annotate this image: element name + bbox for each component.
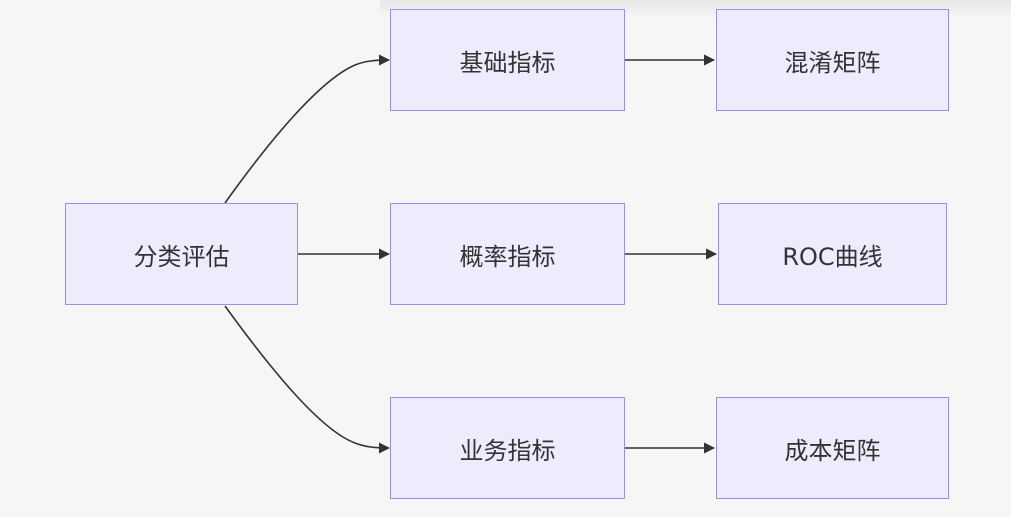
edge-root-basic (224, 54, 391, 204)
node-cost-label: 成本矩阵 (784, 436, 881, 465)
node-prob-label: 概率指标 (459, 242, 556, 271)
node-confusion: 混淆矩阵 (716, 9, 949, 111)
node-roc: ROC曲线 (718, 203, 947, 305)
node-prob: 概率指标 (390, 203, 625, 305)
node-root: 分类评估 (65, 203, 298, 305)
node-biz: 业务指标 (390, 397, 625, 499)
node-basic: 基础指标 (390, 9, 625, 111)
node-roc-label: ROC曲线 (782, 242, 883, 271)
edge-root-biz (224, 305, 391, 454)
node-basic-label: 基础指标 (459, 48, 556, 77)
node-cost: 成本矩阵 (716, 397, 949, 499)
node-root-label: 分类评估 (133, 242, 230, 271)
node-confusion-label: 混淆矩阵 (784, 48, 881, 77)
node-biz-label: 业务指标 (459, 436, 556, 465)
